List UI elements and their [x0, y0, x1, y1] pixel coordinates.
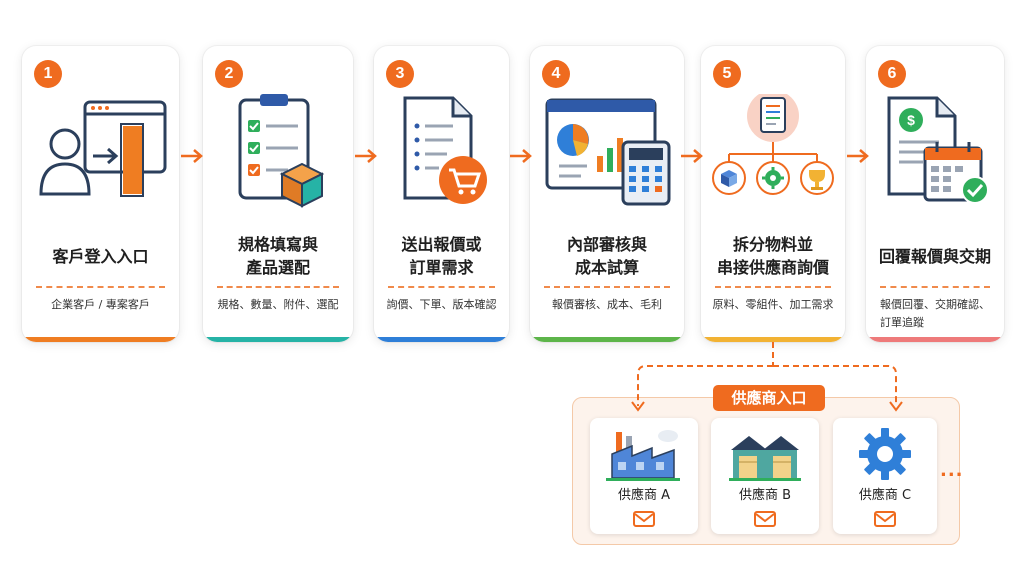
step-number-badge: 6	[878, 60, 906, 88]
step-card-3: 3 送出報價或訂單需求 詢價、下單、版本確認	[374, 46, 509, 342]
arrow-right-icon	[355, 149, 377, 163]
step-title: 拆分物料並串接供應商詢價	[716, 235, 829, 277]
factory-icon	[590, 426, 698, 482]
step-title: 送出報價或訂單需求	[401, 235, 482, 277]
mail-icon[interactable]	[632, 510, 656, 528]
more-suppliers-ellipsis: ...	[940, 460, 964, 481]
arrow-right-icon	[510, 149, 532, 163]
step-card-1: 1 客戶登入入口 企業客戶 / 專案客戶	[22, 46, 179, 342]
step-color-bar	[22, 337, 179, 342]
arrow-right-icon	[847, 149, 869, 163]
divider	[217, 286, 339, 288]
step-desc: 企業客戶 / 專案客戶	[51, 298, 150, 311]
mail-icon[interactable]	[753, 510, 777, 528]
step-desc: 規格、數量、附件、選配	[217, 298, 339, 311]
step-card-4: 4 內部審核與成本試算 報價審核、成本、毛利	[530, 46, 684, 342]
step-color-bar	[866, 337, 1004, 342]
step-number-badge: 1	[34, 60, 62, 88]
step-desc: 詢價、下單、版本確認	[386, 298, 497, 311]
supplier-name: 供應商 C	[858, 488, 912, 503]
divider	[388, 286, 495, 288]
step-card-5: 5	[701, 46, 845, 342]
supplier-name: 供應商 A	[617, 488, 671, 503]
supplier-card-c[interactable]: 供應商 C	[833, 418, 937, 534]
supplier-card-a[interactable]: 供應商 A	[590, 418, 698, 534]
warehouse-icon	[711, 426, 819, 482]
step-number-badge: 2	[215, 60, 243, 88]
step-color-bar	[374, 337, 509, 342]
divider	[36, 286, 165, 288]
arrow-right-icon	[681, 149, 703, 163]
material-split-icon	[701, 94, 845, 212]
step-desc: 報價回覆、交期確認、訂單追蹤	[880, 298, 990, 329]
step-color-bar	[530, 337, 684, 342]
supplier-portal-label: 供應商入口	[713, 385, 825, 411]
arrow-right-icon	[181, 149, 203, 163]
step-title: 內部審核與成本試算	[566, 235, 647, 277]
step-desc: 原料、零組件、加工需求	[712, 298, 834, 311]
divider	[880, 286, 990, 288]
document-cart-icon	[374, 94, 509, 212]
gear-icon	[833, 426, 937, 482]
dashboard-calculator-icon	[530, 94, 684, 212]
step-number-badge: 4	[542, 60, 570, 88]
step-title: 規格填寫與產品選配	[237, 235, 318, 277]
step-title: 回覆報價與交期	[878, 246, 991, 266]
step-desc: 報價審核、成本、毛利	[552, 298, 662, 311]
mail-icon[interactable]	[873, 510, 897, 528]
step-color-bar	[203, 337, 353, 342]
step-title: 客戶登入入口	[52, 246, 149, 266]
divider	[544, 286, 670, 288]
step-card-2: 2 規格填寫與產品選配 規格、數量、附件、選配	[203, 46, 353, 342]
divider	[715, 286, 831, 288]
quote-calendar-icon: $	[866, 94, 1004, 212]
step-color-bar	[701, 337, 845, 342]
step-card-6: 6 $ 回覆報價與交期 報價回覆、交期確認、訂單追蹤	[866, 46, 1004, 342]
supplier-card-b[interactable]: 供應商 B	[711, 418, 819, 534]
user-login-icon	[22, 94, 179, 212]
checklist-clipboard-icon	[203, 94, 353, 212]
step-number-badge: 5	[713, 60, 741, 88]
supplier-name: 供應商 B	[738, 488, 792, 503]
svg-text:$: $	[907, 112, 915, 128]
step-number-badge: 3	[386, 60, 414, 88]
